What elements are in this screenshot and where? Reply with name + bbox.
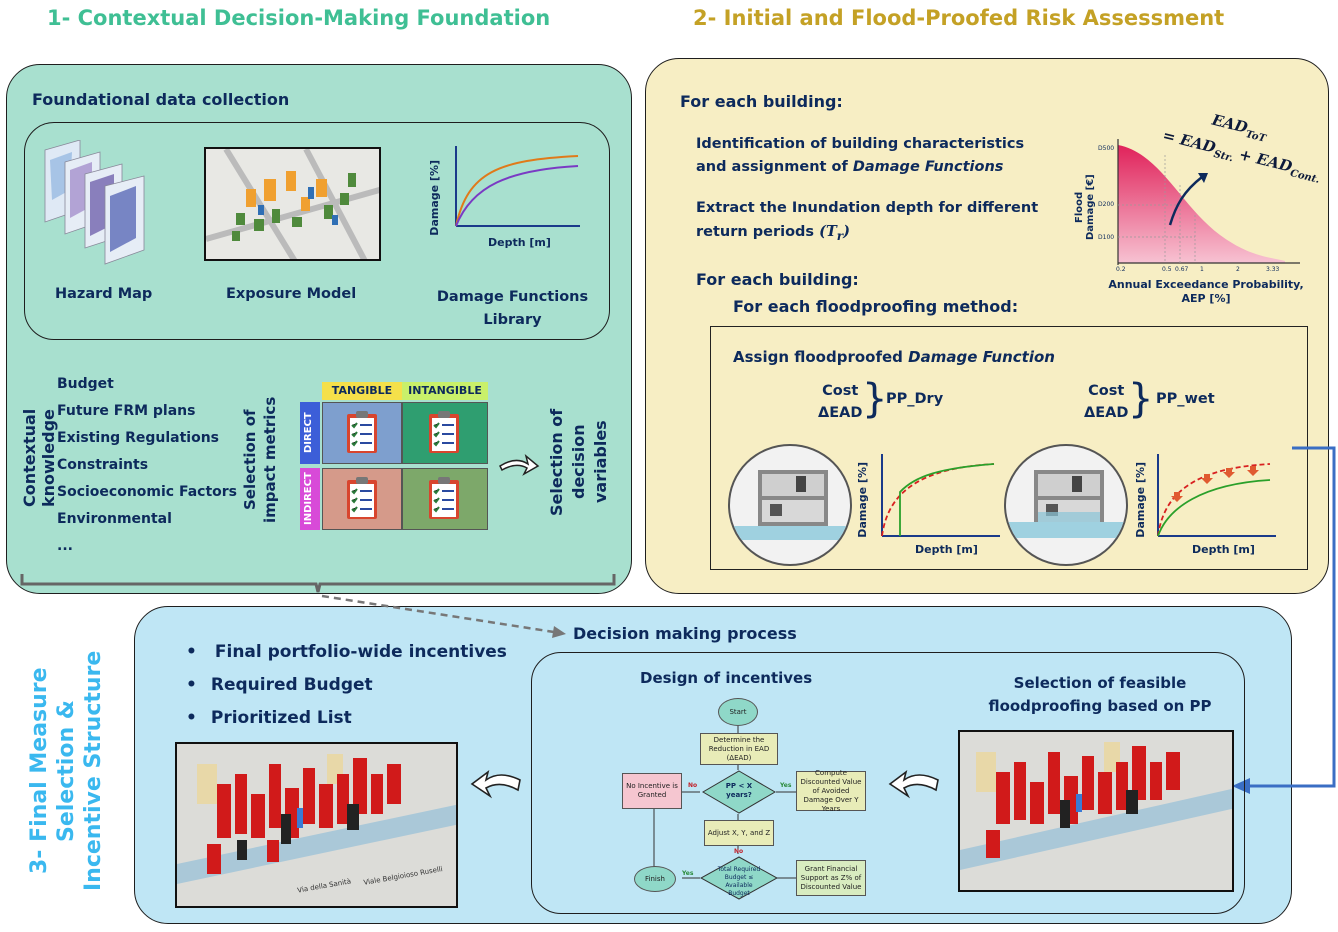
yes-label: Yes (682, 870, 694, 877)
brace-icon: } (862, 376, 888, 422)
wet-building-image (1004, 444, 1128, 566)
ead-xtick: 2 (1236, 266, 1240, 273)
dry-building-image (728, 444, 852, 566)
for-each-building-1: For each building: (680, 92, 843, 111)
tangible-header: TANGIBLE (322, 382, 402, 400)
left-arrow-icon (888, 770, 939, 799)
budget-decision-node: Total Required Budget ≤ Available Budget (700, 856, 778, 900)
wet-cost-group: Cost ΔEAD (1084, 383, 1129, 421)
damage-functions-chart (428, 142, 588, 257)
no-incentive-node: No Incentive is Granted (622, 773, 682, 809)
clipboard-icon (429, 477, 459, 519)
context-item: Socioeconomic Factors (57, 484, 238, 500)
context-item: ... (57, 538, 73, 554)
section1-title: 1- Contextual Decision-Making Foundation (47, 6, 551, 30)
final-map-image: Via della Sanità Viale Belgioioso Rusell… (175, 742, 458, 908)
wet-damage-chart (1157, 454, 1276, 537)
left-arrow-icon (470, 770, 521, 799)
pp-dry-label: PP_Dry (886, 391, 944, 407)
exposure-model-label: Exposure Model (226, 286, 357, 302)
for-each-building-2: For each building: (696, 270, 859, 289)
determine-node: Determine the Reduction in EAD (ΔEAD) (700, 733, 778, 765)
decision-inner-panel (531, 652, 1245, 914)
hazard-map-image (40, 139, 170, 270)
indirect-label: INDIRECT (303, 472, 314, 526)
compute-node: Compute Discounted Value of Avoided Dama… (796, 769, 866, 813)
direct-label: DIRECT (303, 412, 314, 454)
ead-ytick: D100 (1098, 234, 1115, 241)
context-items-list: Budget Future FRM plans Existing Regulat… (57, 371, 237, 560)
ead-xtick: 1 (1200, 266, 1204, 273)
depth-axis-label-3: Depth [m] (1192, 543, 1255, 556)
bullet-item: •Prioritized List (186, 708, 352, 728)
no-label: No (734, 848, 744, 855)
blue-connector (1232, 446, 1336, 794)
yes-label: Yes (780, 782, 792, 789)
impact-metrics-matrix: TANGIBLE INTANGIBLE DIRECT INDIRECT (300, 382, 490, 532)
ead-xtick: 0.67 (1175, 266, 1189, 273)
no-label: No (688, 782, 698, 789)
context-item: Future FRM plans (57, 403, 196, 419)
intangible-header: INTANGIBLE (402, 382, 488, 400)
bullet-item: •Final portfolio-wide incentives (186, 642, 507, 662)
hazard-layer-4 (104, 175, 145, 265)
dry-damage-chart (881, 454, 1000, 537)
brace-icon: } (1128, 376, 1154, 422)
ead-xlabel: Annual Exceedance Probability, AEP [%] (1108, 278, 1304, 305)
identification-text: Identification of building characteristi… (696, 136, 1025, 175)
damage-axis-label-1: Damage [%] (428, 160, 441, 236)
depth-axis-label-2: Depth [m] (915, 543, 978, 556)
bullet-item: •Required Budget (186, 675, 373, 695)
ead-xtick: 3.33 (1266, 266, 1280, 273)
decision-process-title: Decision making process (573, 624, 797, 643)
context-item: Environmental (57, 511, 172, 527)
adjust-node: Adjust X, Y, and Z (704, 820, 774, 846)
context-item: Constraints (57, 457, 149, 473)
ead-xtick: 0.5 (1162, 266, 1172, 273)
extract-text: Extract the Inundation depth for differe… (696, 200, 1039, 243)
clipboard-icon (347, 477, 377, 519)
exposure-model-image (204, 147, 381, 261)
right-arrow-icon (499, 453, 540, 476)
pp-decision-node: PP < X years? (702, 770, 776, 814)
selection-feasible-title: Selection of feasible floodproofing base… (988, 674, 1212, 715)
feasible-map-image (958, 730, 1234, 892)
clipboard-icon (429, 411, 459, 453)
dry-cost-group: Cost ΔEAD (818, 383, 863, 421)
ead-ytick: D500 (1098, 145, 1115, 152)
direct-side (300, 402, 320, 464)
indirect-side (300, 468, 320, 530)
context-item: Existing Regulations (57, 430, 219, 446)
section3-title: 3- Final Measure Selection & Incentive S… (27, 650, 106, 892)
clipboard-icon (347, 411, 377, 453)
ead-ylabel: Flood Damage [€] (1074, 174, 1096, 240)
damage-functions-label: Damage Functions Library (436, 289, 589, 328)
hazard-map-label: Hazard Map (55, 286, 153, 302)
context-item: Budget (57, 376, 114, 392)
ead-chart: D500 D200 D100 0.2 0.5 0.67 1 2 3.33 Flo… (1070, 95, 1321, 315)
bullet-list: •Final portfolio-wide incentives •Requir… (186, 636, 507, 735)
assign-text: Assign floodproofed Damage Function (733, 348, 1055, 366)
damage-axis-label-2: Damage [%] (856, 462, 869, 538)
foundational-inner-panel (24, 122, 610, 340)
impact-metrics-label: Selection of impact metrics (241, 396, 279, 524)
start-node: Start (718, 698, 758, 726)
contextual-knowledge-label: Contextual knowledge (20, 408, 58, 508)
section1-brace (20, 574, 616, 593)
decision-variables-label: Selection of decision variables (547, 408, 610, 516)
section2-title: 2- Initial and Flood-Proofed Risk Assess… (693, 6, 1225, 30)
grant-node: Grant Financial Support as Z% of Discoun… (796, 860, 866, 896)
depth-axis-label-1: Depth [m] (488, 236, 551, 249)
design-incentives-title: Design of incentives (640, 669, 813, 687)
ead-area (1118, 145, 1285, 263)
for-each-method: For each floodproofing method: (733, 297, 1019, 316)
pp-wet-label: PP_wet (1156, 391, 1215, 407)
ead-xtick: 0.2 (1116, 266, 1126, 273)
damage-axis-label-3: Damage [%] (1134, 462, 1147, 538)
foundational-heading: Foundational data collection (32, 90, 290, 109)
finish-node: Finish (634, 866, 676, 892)
ead-ytick: D200 (1098, 201, 1115, 208)
dashed-connector (321, 594, 566, 638)
